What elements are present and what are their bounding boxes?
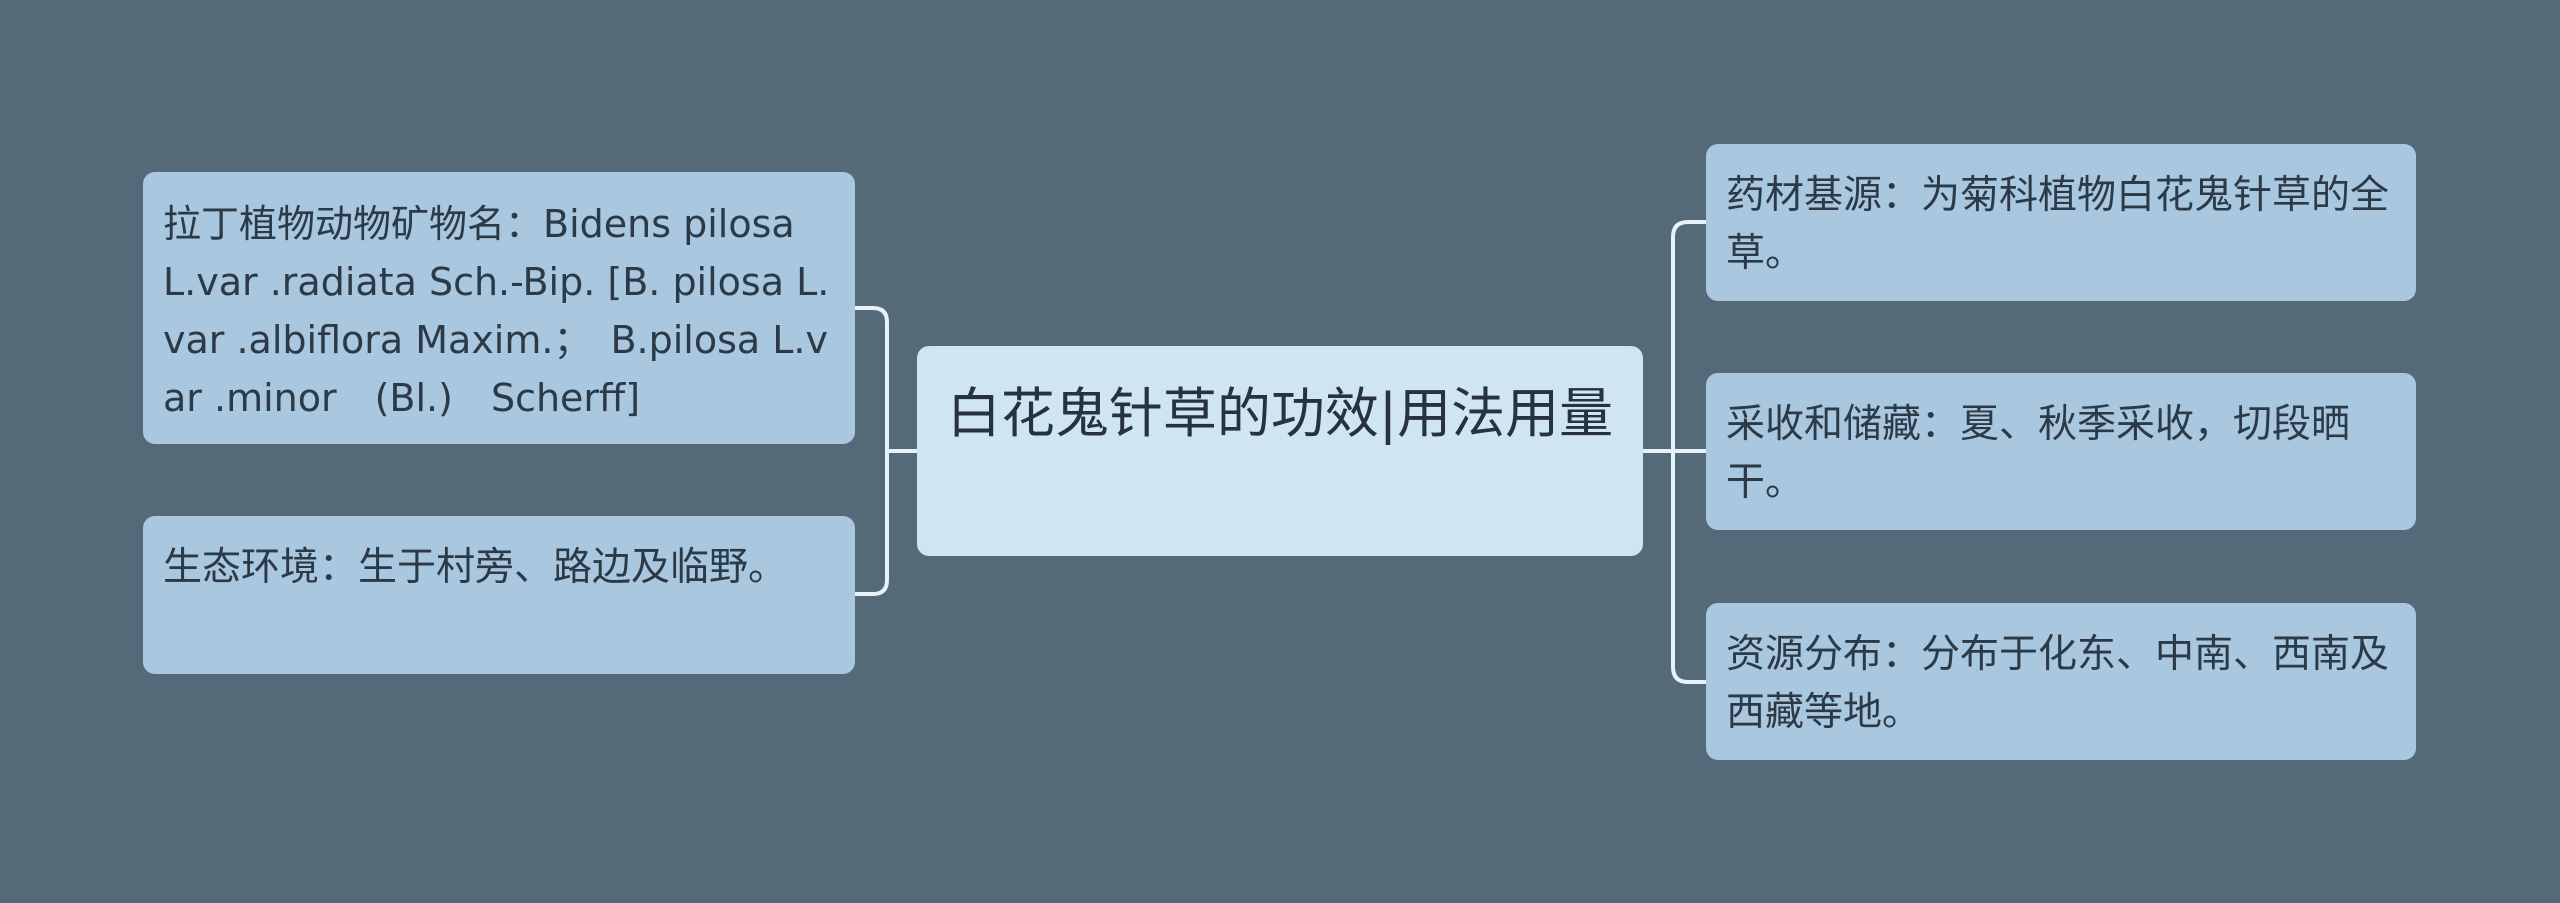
topic-source-text: 药材基源：为菊科植物白花鬼针草的全草。 <box>1726 173 2390 276</box>
central-topic[interactable]: 白花鬼针草的功效|用法用量 <box>917 346 1643 556</box>
topic-habitat[interactable]: 生态环境：生于村旁、路边及临野。 <box>143 516 855 674</box>
connector-left-trunk <box>853 306 889 596</box>
central-topic-label: 白花鬼针草的功效|用法用量 <box>946 382 1614 445</box>
topic-habitat-text: 生态环境：生于村旁、路边及临野。 <box>163 545 788 590</box>
topic-latin-name[interactable]: 拉丁植物动物矿物名：Bidens pilosa L.var .radiata S… <box>143 172 855 444</box>
topic-source[interactable]: 药材基源：为菊科植物白花鬼针草的全草。 <box>1706 144 2416 301</box>
topic-latin-name-text: 拉丁植物动物矿物名：Bidens pilosa L.var .radiata S… <box>163 202 830 420</box>
topic-distribution-text: 资源分布：分布于化东、中南、西南及西藏等地。 <box>1726 632 2390 735</box>
topic-distribution[interactable]: 资源分布：分布于化东、中南、西南及西藏等地。 <box>1706 603 2416 760</box>
topic-harvest-storage-text: 采收和储藏：夏、秋季采收，切段晒干。 <box>1726 402 2351 505</box>
topic-harvest-storage[interactable]: 采收和储藏：夏、秋季采收，切段晒干。 <box>1706 373 2416 530</box>
